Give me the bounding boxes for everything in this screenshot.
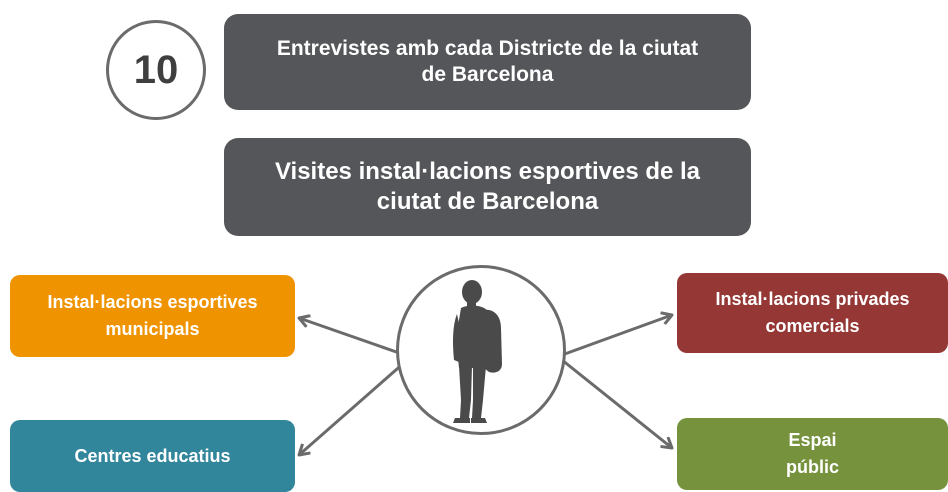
- public-space-box: Espai públic: [677, 418, 948, 490]
- arrow-to-schools: [299, 360, 406, 455]
- municipal-facilities-box: Instal·lacions esportives municipals: [10, 275, 295, 357]
- schools-box: Centres educatius: [10, 420, 295, 492]
- person-circle: [396, 265, 566, 435]
- arrow-to-private: [561, 315, 672, 357]
- interviews-text: Entrevistes amb cada Districte de la ciu…: [276, 36, 699, 86]
- public-space-label: Espai públic: [786, 430, 839, 477]
- visits-box: Visites instal·lacions esportives de la …: [224, 138, 751, 236]
- arrow-to-municipal: [299, 318, 406, 357]
- private-facilities-label: Instal·lacions privades comercials: [715, 289, 910, 336]
- municipal-facilities-label: Instal·lacions esportives municipals: [47, 292, 258, 339]
- arrow-to-public: [561, 358, 672, 448]
- schools-label: Centres educatius: [74, 445, 231, 466]
- private-facilities-box: Instal·lacions privades comercials: [677, 273, 948, 353]
- interviews-box: Entrevistes amb cada Districte de la ciu…: [224, 14, 751, 110]
- visits-text: Visites instal·lacions esportives de la …: [274, 158, 701, 215]
- person-with-backpack-icon: [453, 280, 502, 423]
- number-circle: 10: [106, 20, 206, 120]
